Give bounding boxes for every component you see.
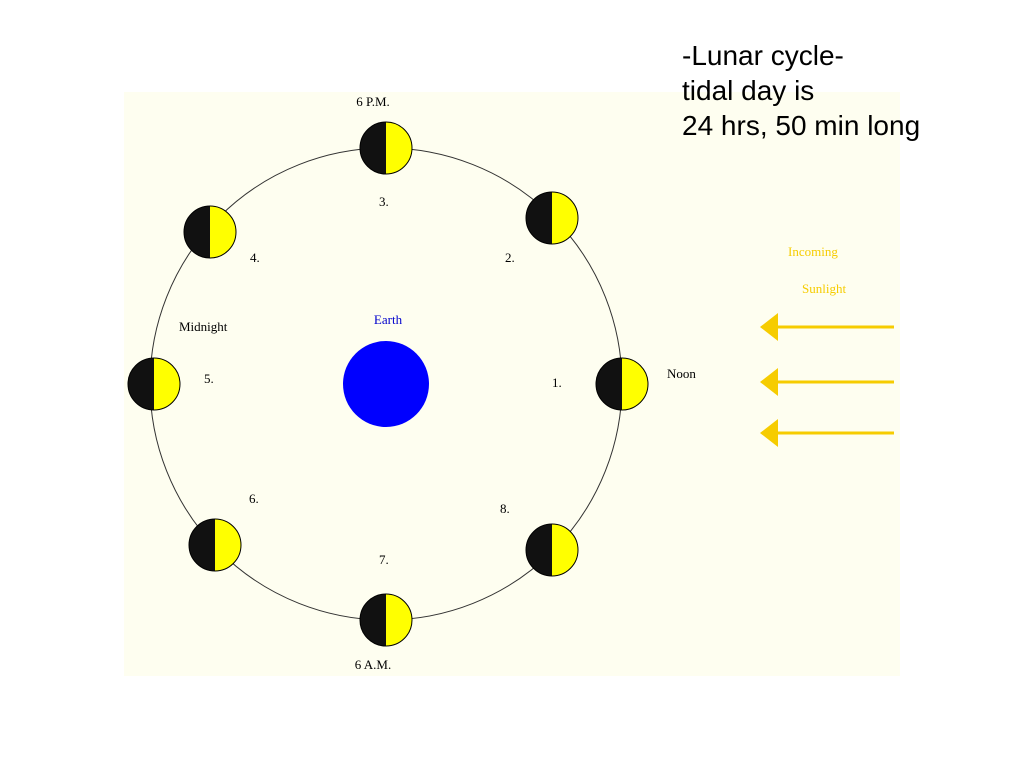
position-number-2: 2. <box>505 250 515 265</box>
sunlight-arrow-2 <box>760 368 894 396</box>
position-number-4: 4. <box>250 250 260 265</box>
sunlight-label-line2: Sunlight <box>802 281 846 296</box>
earth-label: Earth <box>374 312 403 327</box>
position-number-3: 3. <box>379 194 389 209</box>
position-number-5: 5. <box>204 371 214 386</box>
title-block: -Lunar cycle- tidal day is 24 hrs, 50 mi… <box>682 38 920 143</box>
moon-position-8 <box>525 523 579 577</box>
position-number-1: 1. <box>552 375 562 390</box>
label-6am: 6 A.M. <box>355 657 391 672</box>
title-line-3: 24 hrs, 50 min long <box>682 110 921 141</box>
moon-position-7 <box>359 593 413 647</box>
moon-position-6 <box>188 518 242 572</box>
moon-position-4 <box>183 205 237 259</box>
position-number-7: 7. <box>379 552 389 567</box>
label-midnight: Midnight <box>179 319 228 334</box>
title-line-2: tidal day is <box>682 75 815 106</box>
label-6pm: 6 P.M. <box>356 94 390 109</box>
moon-position-2 <box>525 191 579 245</box>
position-number-6: 6. <box>249 491 259 506</box>
moon-position-5 <box>127 357 181 411</box>
sunlight-label-line1: Incoming <box>788 244 838 259</box>
sunlight-arrow-3 <box>760 419 894 447</box>
moon-position-1 <box>595 357 649 411</box>
earth <box>343 341 429 427</box>
sunlight-arrow-1 <box>760 313 894 341</box>
position-number-8: 8. <box>500 501 510 516</box>
moon-position-3 <box>359 121 413 175</box>
label-noon: Noon <box>667 366 696 381</box>
title-line-1: -Lunar cycle- <box>682 40 844 71</box>
